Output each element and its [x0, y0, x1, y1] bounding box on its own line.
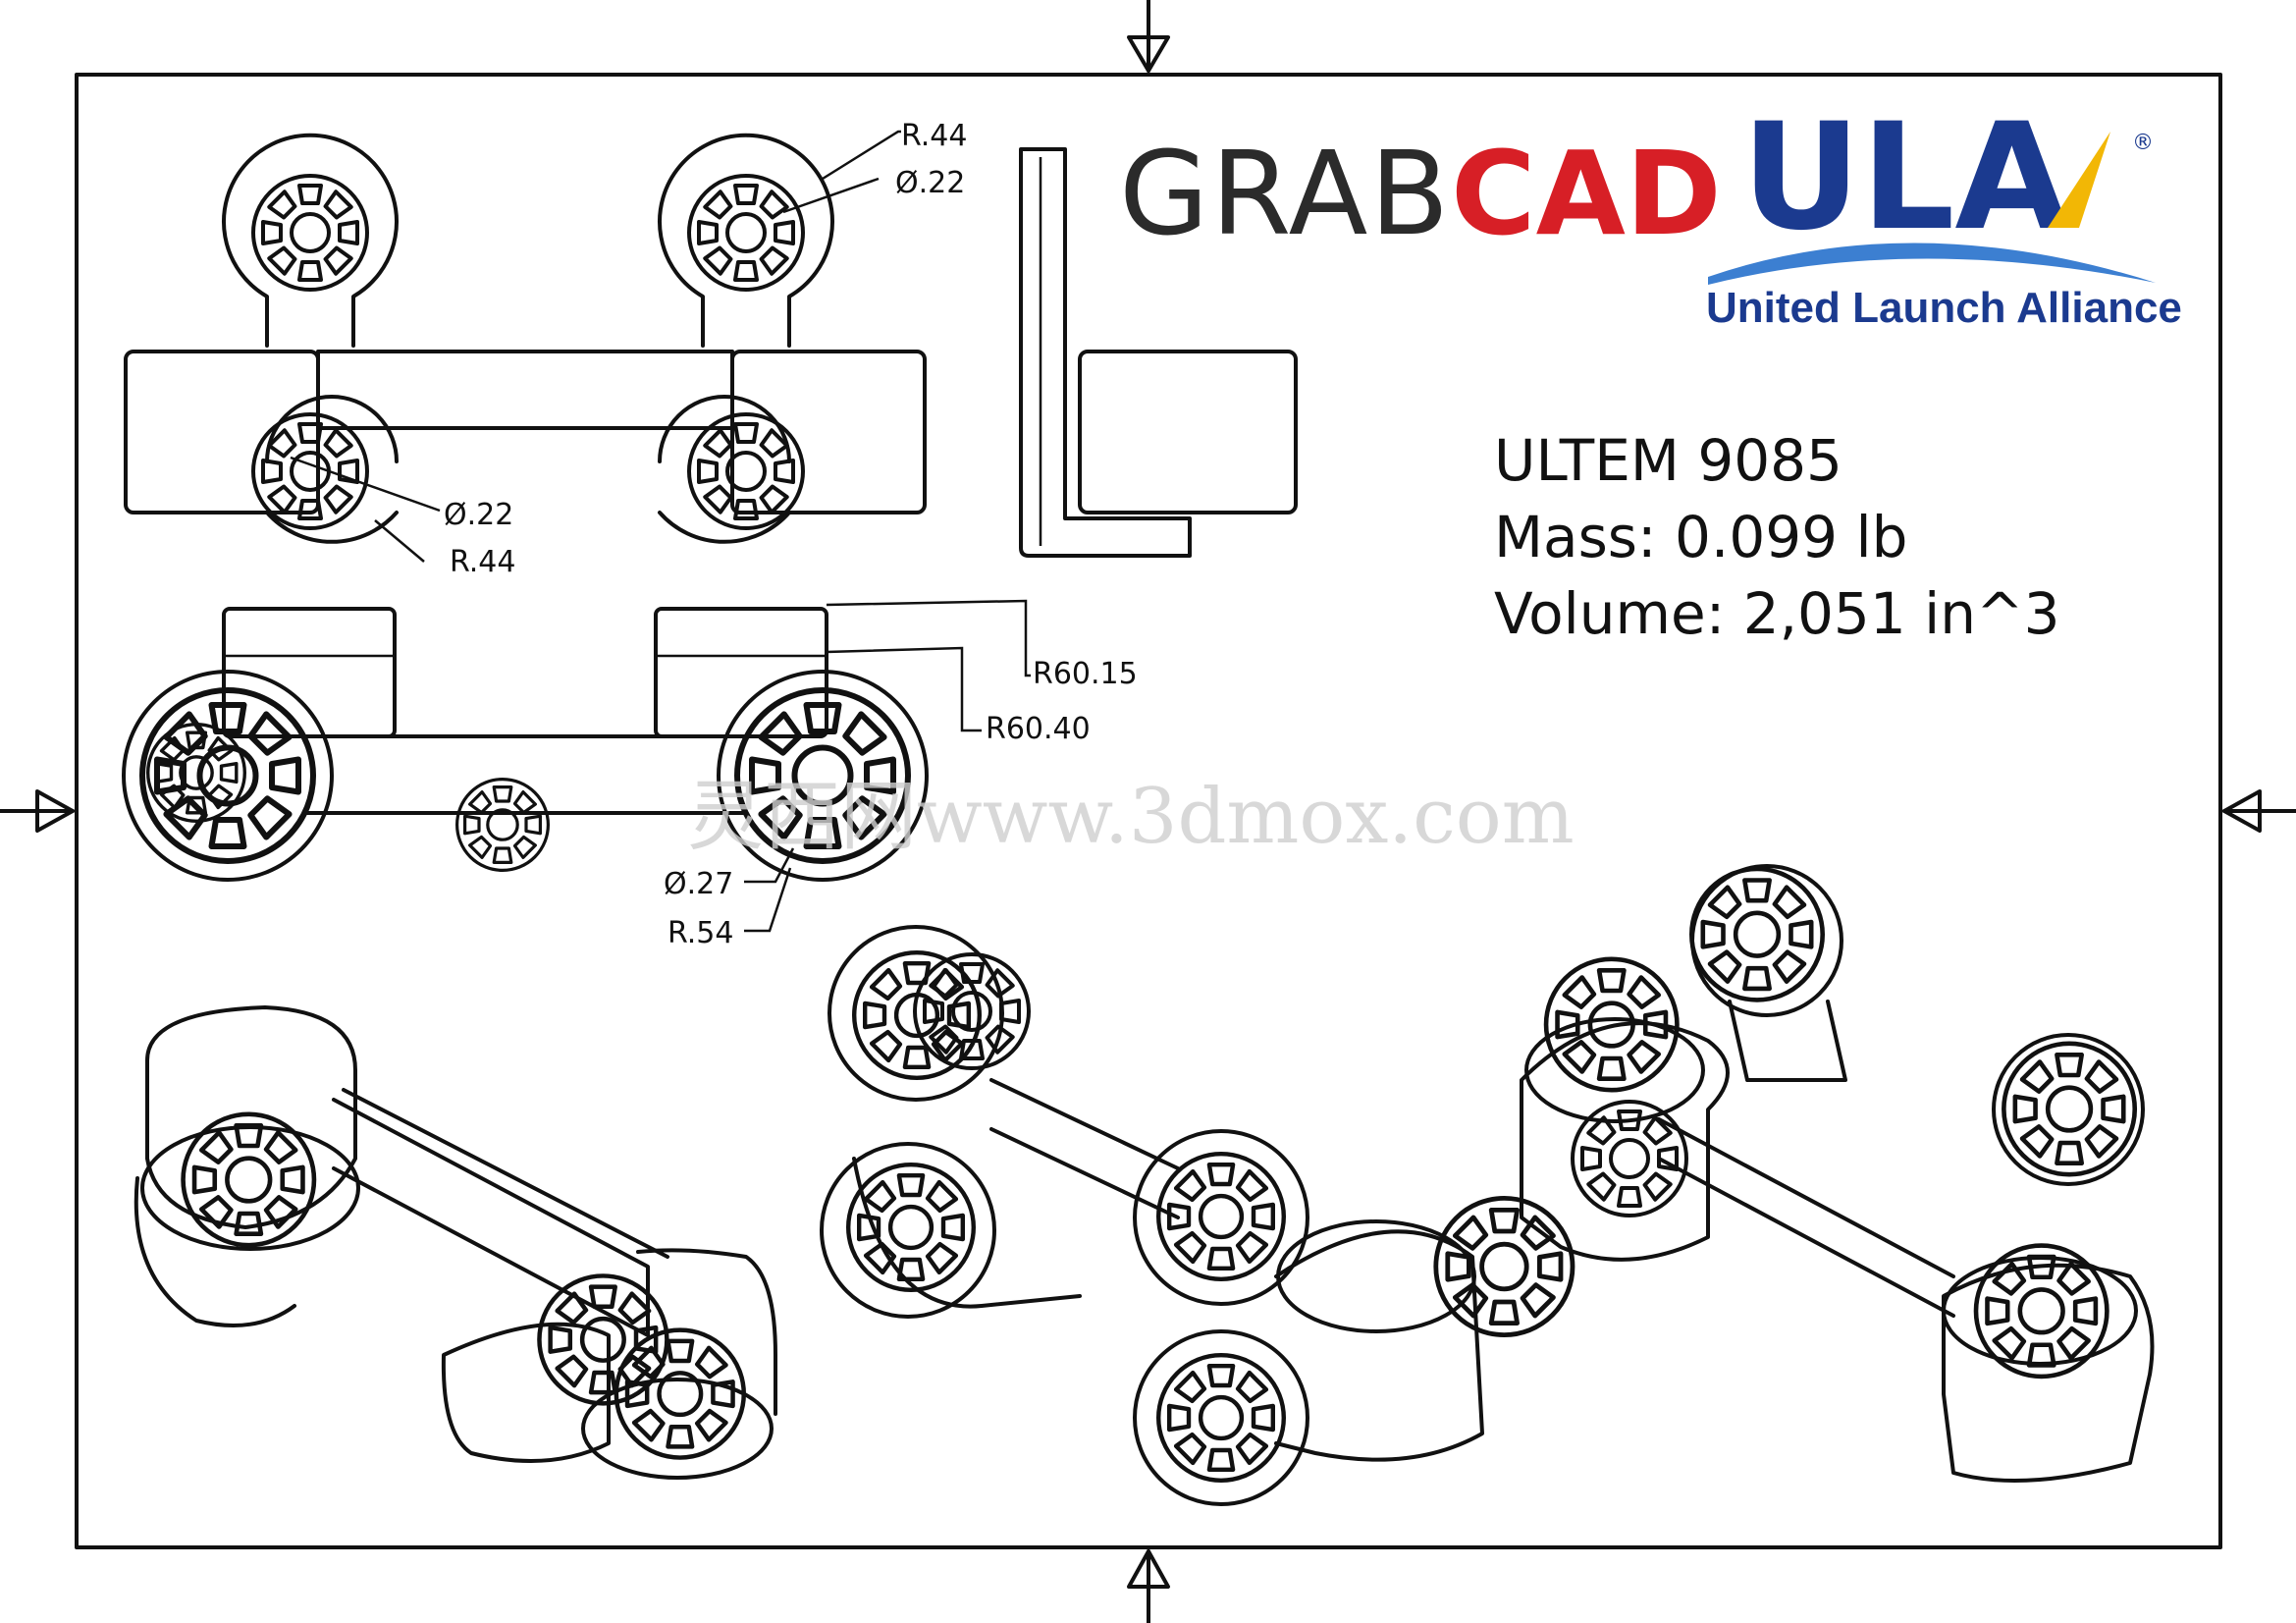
ula-logo: ULA ® United Launch Alliance — [1706, 92, 2182, 332]
svg-text:United Launch Alliance: United Launch Alliance — [1706, 284, 2182, 332]
top-view — [124, 133, 927, 544]
svg-text:CAD: CAD — [1451, 126, 1722, 261]
iso-view-right — [1520, 864, 2155, 1483]
svg-text:ULA: ULA — [1741, 92, 2068, 263]
part-info: ULTEM 9085 Mass: 0.099 lb Volume: 2,051 … — [1494, 422, 2060, 652]
svg-text:GRAB: GRAB — [1119, 126, 1451, 261]
dim-r44-top: R.44 — [901, 119, 968, 153]
center-mark-bottom — [1127, 1549, 1170, 1623]
dim-r44-left: R.44 — [450, 545, 516, 579]
center-mark-top — [1127, 0, 1170, 73]
dim-r6015: R60.15 — [1033, 657, 1138, 691]
side-view — [1019, 147, 1298, 558]
svg-text:®: ® — [2132, 131, 2154, 155]
watermark: 灵西网www.3dmox.com — [687, 773, 1575, 861]
dim-r54: R.54 — [667, 916, 734, 950]
material-label: ULTEM 9085 — [1494, 427, 1842, 494]
iso-view-left — [133, 723, 777, 1480]
center-mark-right — [2222, 789, 2296, 833]
iso-view-middle — [820, 925, 1573, 1506]
front-view — [122, 607, 929, 882]
dim-dia22-left: Ø.22 — [444, 498, 513, 532]
sheet-border — [75, 73, 2222, 1549]
mass-label: Mass: 0.099 lb — [1494, 504, 1908, 570]
grabcad-logo: GRAB CAD — [1119, 126, 1722, 261]
center-mark-left — [0, 789, 75, 833]
dimension-leaders — [290, 130, 1031, 933]
dim-r6040: R60.40 — [986, 712, 1091, 746]
dim-dia22-top: Ø.22 — [895, 166, 965, 200]
dim-dia27: Ø.27 — [664, 867, 733, 901]
volume-label: Volume: 2,051 in^3 — [1494, 580, 2060, 647]
